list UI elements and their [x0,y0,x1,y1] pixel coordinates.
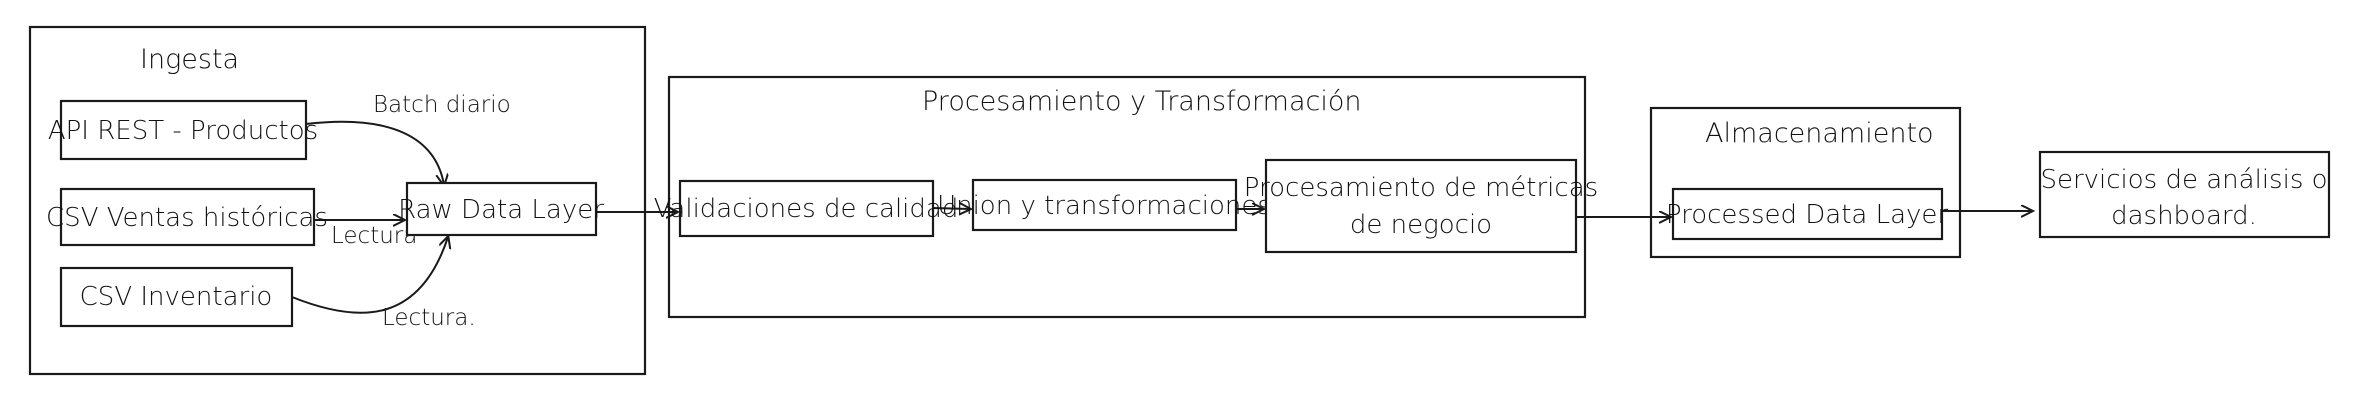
edge-label-lectura-1: Lectura [331,223,417,249]
node-servicios-label-line2: dashboard. [2111,201,2257,231]
procesamiento-group-frame [667,75,1587,319]
node-raw-layer-box [405,181,598,237]
node-processed-layer-box [1671,187,1944,241]
edge-label-lectura-2: Lectura. [382,305,476,331]
ingesta-group-title: Ingesta [140,44,239,75]
node-metricas-box [1264,158,1578,254]
node-servicios-label-line1: Servicios de análisis o [2040,165,2327,195]
procesamiento-group-title: Procesamiento y Transformación [922,86,1362,117]
node-csv-inventario-label: CSV Inventario [80,282,273,312]
node-validaciones-box [678,179,935,238]
edge-validaciones-to-union [932,208,970,209]
almacenamiento-group-title: Almacenamiento [1705,118,1934,149]
ingesta-group-frame [28,25,647,376]
edge-label-batch: Batch diario [373,92,511,118]
node-csv-inventario-box [59,266,294,328]
node-servicios-box [2038,150,2331,239]
node-csv-ventas-box [59,187,316,247]
node-api-rest-box [59,99,308,161]
node-api-rest-label: API REST - Productos [48,116,318,146]
node-union-label: Union y transformaciones [937,191,1271,221]
node-metricas-label-line2: de negocio [1350,210,1492,240]
almacenamiento-group-frame [1649,106,1962,259]
node-csv-ventas-label: CSV Ventas históricas [46,203,328,233]
node-raw-layer-label: Raw Data Layer [398,195,604,225]
node-union-box [971,178,1238,232]
edge-inventario-to-raw [291,237,448,314]
node-validaciones-label: Validaciones de calidad [654,194,959,224]
node-processed-layer-label: Processed Data Layer [1666,200,1949,230]
edge-api-to-raw [305,120,444,185]
node-metricas-label-line1: Procesamiento de métricas [1244,173,1598,203]
